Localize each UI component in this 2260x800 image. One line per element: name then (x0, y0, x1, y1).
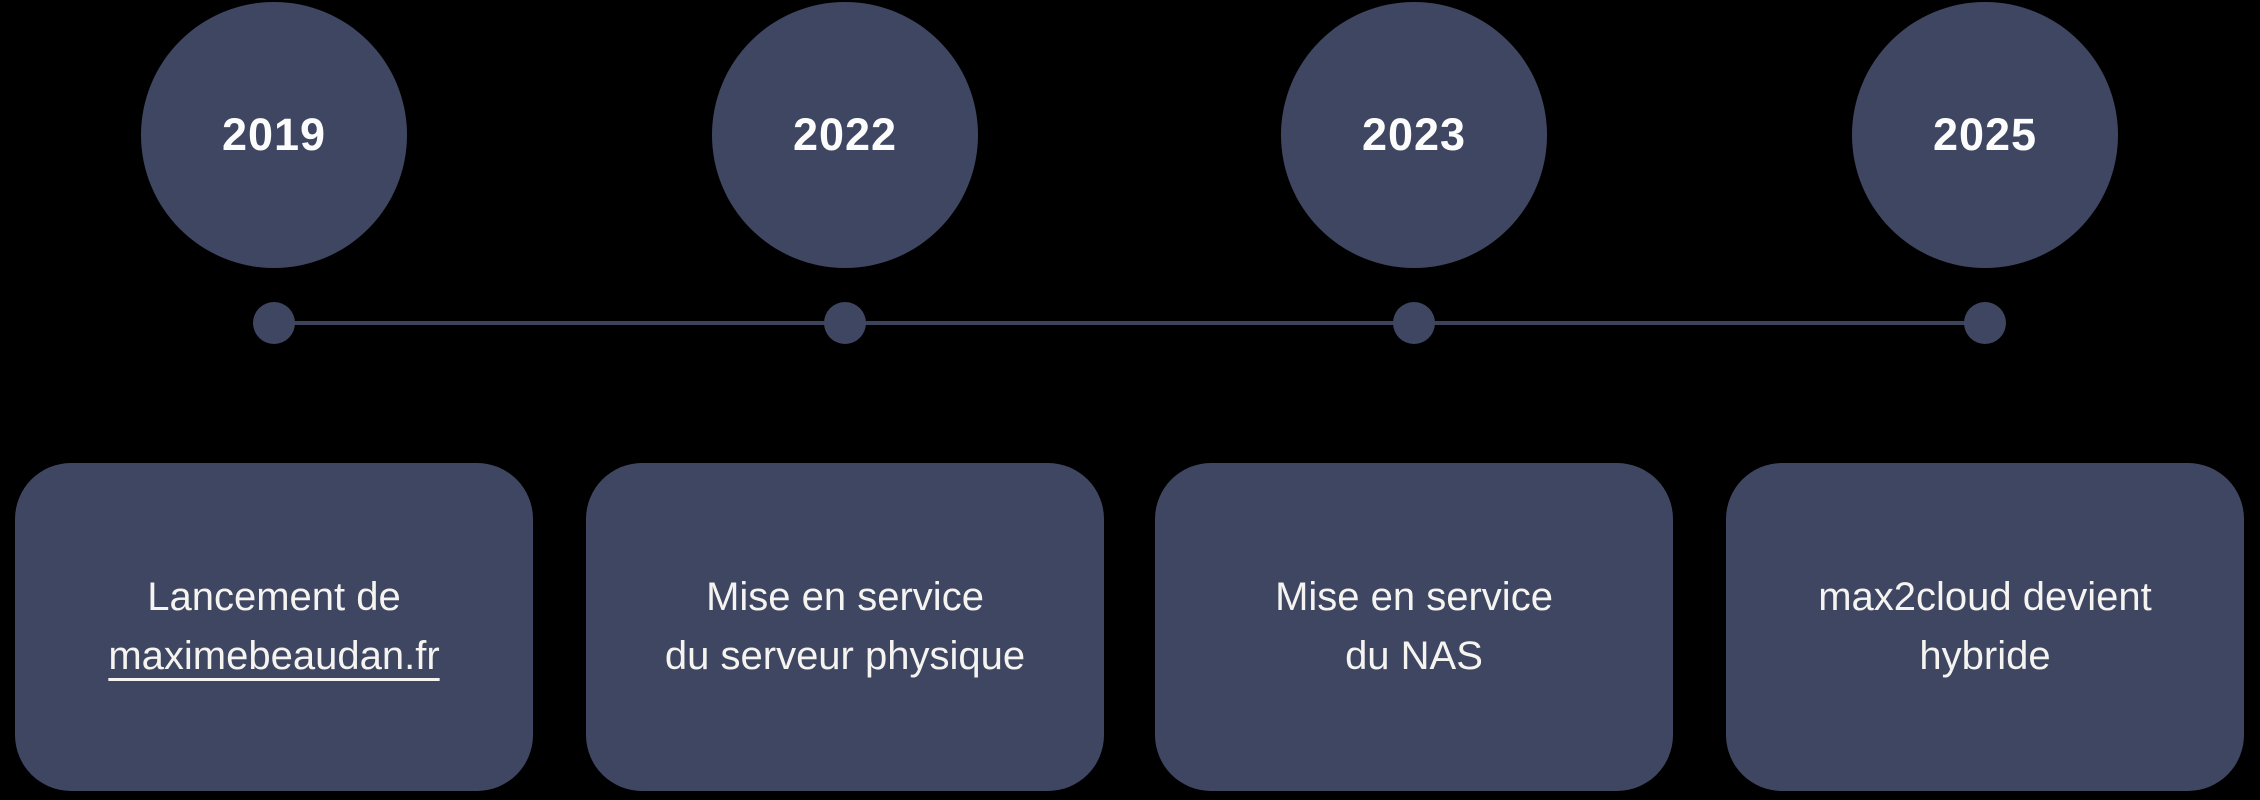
year-label: 2023 (1361, 109, 1467, 160)
milestone-2025: 2025 max2cloud devient hybride (1725, 0, 2245, 800)
year-circle: 2019 (141, 2, 407, 268)
year-circle: 2022 (712, 2, 978, 268)
milestone-text: Mise en service du NAS (1275, 568, 1553, 686)
year-label: 2025 (1932, 109, 2038, 160)
milestone-card: Lancement de maximebeaudan.fr (15, 463, 533, 791)
milestone-text-line1: max2cloud devient (1818, 575, 2152, 619)
milestone-2023: 2023 Mise en service du NAS (1154, 0, 1674, 800)
milestone-card: Mise en service du serveur physique (586, 463, 1104, 791)
milestone-text-line2: du NAS (1345, 634, 1483, 678)
milestone-text-line1: Mise en service (1275, 575, 1553, 619)
milestone-text: Lancement de maximebeaudan.fr (108, 568, 439, 686)
milestone-text-line2: hybride (1919, 634, 2051, 678)
year-label: 2019 (221, 109, 327, 160)
milestone-2019: 2019 Lancement de maximebeaudan.fr (14, 0, 534, 800)
milestone-text: max2cloud devient hybride (1818, 568, 2152, 686)
timeline-axis-line (274, 321, 1985, 325)
year-circle: 2025 (1852, 2, 2118, 268)
timeline-dot (1393, 302, 1435, 344)
timeline-dot (253, 302, 295, 344)
year-label: 2022 (792, 109, 898, 160)
milestone-link[interactable]: maximebeaudan.fr (108, 634, 440, 678)
milestone-text: Mise en service du serveur physique (665, 568, 1025, 686)
milestone-text-line2: du serveur physique (664, 634, 1026, 678)
year-circle: 2023 (1281, 2, 1547, 268)
milestone-text-line1: Mise en service (706, 575, 984, 619)
milestone-2022: 2022 Mise en service du serveur physique (585, 0, 1105, 800)
timeline-dot (1964, 302, 2006, 344)
timeline-dot (824, 302, 866, 344)
milestone-text-line1: Lancement de (147, 575, 401, 619)
milestone-card: Mise en service du NAS (1155, 463, 1673, 791)
milestone-card: max2cloud devient hybride (1726, 463, 2244, 791)
